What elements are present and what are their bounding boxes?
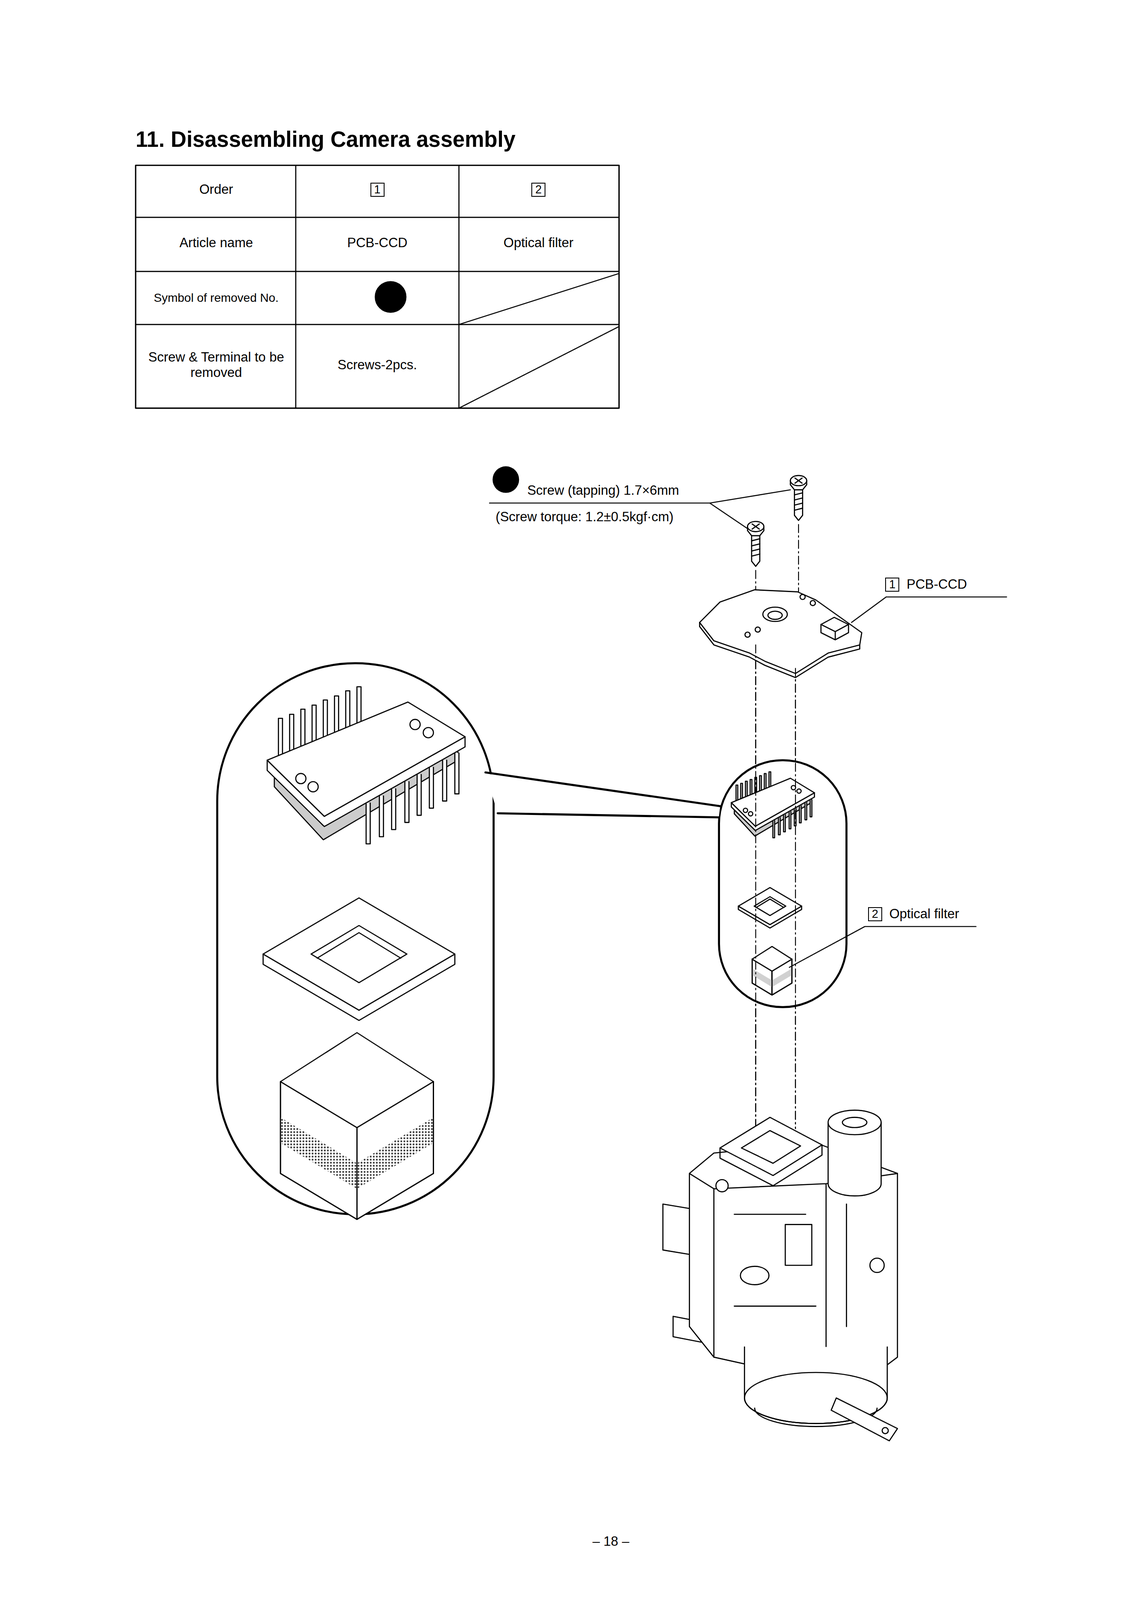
pcb-ccd-board [699, 589, 862, 674]
camera-assembly [740, 1265, 770, 1285]
pcb-ccd-board [767, 611, 782, 620]
screw-callout [492, 466, 519, 493]
callout-number: 1 [885, 577, 900, 592]
detail-oval [755, 644, 796, 1133]
pcb-ccd-board [851, 596, 1007, 623]
camera-assembly [785, 1224, 812, 1266]
part-name: PCB-CCD [906, 576, 967, 592]
detail-oval [267, 686, 466, 844]
table-cell: Screws-2pcs. [337, 357, 417, 374]
box-number: 1 [889, 578, 896, 591]
detail-oval [485, 772, 720, 817]
detail-oval [752, 946, 792, 995]
box-number: 1 [374, 183, 381, 196]
table-grid [135, 165, 620, 409]
page-title: 11. Disassembling Camera assembly [135, 127, 516, 153]
box-number: 2 [871, 908, 879, 920]
detail-oval [731, 771, 815, 838]
camera-assembly [662, 1110, 898, 1441]
detail-oval [719, 760, 847, 1007]
detail-oval [280, 1032, 434, 1219]
torque-note: (Screw torque: 1.2±0.5kgf·cm) [495, 509, 674, 525]
pcb-ccd-board [762, 606, 788, 621]
detail-oval [263, 897, 455, 1021]
camera-assembly [842, 1116, 867, 1128]
box-number: 2 [535, 183, 542, 196]
camera-assembly [741, 1130, 801, 1163]
camera-assembly [869, 1257, 884, 1272]
pcb-ccd-board [800, 594, 806, 600]
detail-oval [217, 644, 977, 1220]
screw-spec: Screw (tapping) 1.7×6mm [527, 483, 680, 499]
detail-oval [789, 926, 977, 968]
part-name: Optical filter [889, 906, 960, 922]
pcb-ccd-board [821, 624, 849, 640]
table-grid [135, 165, 620, 409]
pcb-ccd-board [699, 589, 1007, 678]
screw-callout [489, 466, 807, 566]
camera-assembly [744, 1346, 888, 1423]
table-grid [135, 165, 620, 409]
order-number: 1 [370, 182, 385, 197]
order-number: 2 [531, 182, 546, 197]
camera-assembly [715, 1179, 729, 1192]
screw-callout [790, 475, 807, 521]
page-number: – 18 – [592, 1533, 630, 1549]
camera-assembly [689, 1173, 898, 1376]
camera-assembly [719, 1116, 823, 1175]
pcb-ccd-board [745, 632, 751, 638]
pcb-ccd-board [810, 600, 816, 606]
table-cell: PCB-CCD [347, 235, 408, 251]
table-grid [375, 281, 406, 313]
camera-assembly [830, 1397, 898, 1441]
detail-oval [738, 887, 802, 928]
table-header: Article name [179, 235, 253, 251]
table-header: Order [199, 182, 234, 198]
detail-oval [485, 773, 720, 817]
table-header: Symbol of removed No. [153, 291, 279, 305]
pcb-ccd-board [754, 626, 761, 633]
camera-assembly [882, 1427, 889, 1434]
table-header: Screw & Terminal to be removed [145, 349, 287, 381]
camera-assembly [719, 1144, 823, 1186]
table-cell: Optical filter [503, 235, 574, 251]
callout-number: 2 [868, 906, 883, 922]
camera-assembly [734, 1203, 847, 1327]
screw-callout [747, 521, 764, 566]
camera-assembly [827, 1110, 881, 1135]
table-grid [458, 273, 619, 409]
